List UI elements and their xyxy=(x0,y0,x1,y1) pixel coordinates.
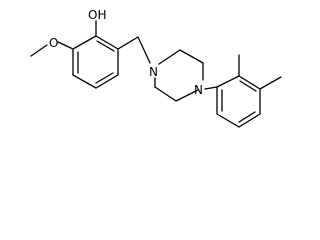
piperazine-n4-label: N xyxy=(194,83,203,97)
bond-n-aryl xyxy=(204,86,218,90)
bond-ch2-n xyxy=(137,36,151,64)
bond-methyl-3 xyxy=(259,76,282,90)
bond xyxy=(238,113,261,128)
bond xyxy=(175,89,199,102)
bond xyxy=(216,75,240,88)
bond xyxy=(95,74,119,89)
bond-ring-ch2 xyxy=(117,36,139,50)
double-bond-inner xyxy=(96,40,115,52)
piperazine-ring xyxy=(154,49,204,102)
bond-o-ch3 xyxy=(30,44,48,57)
bond xyxy=(179,49,204,64)
bond xyxy=(238,75,261,90)
dimethylphenyl-ring xyxy=(216,75,261,128)
methoxy-oxygen-label: O xyxy=(49,36,58,50)
bond xyxy=(72,35,97,50)
piperazine-n1-label: N xyxy=(149,65,158,79)
double-bond-inner xyxy=(95,72,114,84)
phenol-ring xyxy=(72,35,119,89)
bond xyxy=(216,113,240,128)
chemical-structure: OH O N N xyxy=(30,8,282,128)
double-bond-inner xyxy=(239,80,257,92)
bond xyxy=(72,74,97,89)
bond xyxy=(158,49,181,65)
double-bond-inner xyxy=(238,111,256,123)
bond-c-o-methoxy xyxy=(57,41,74,50)
bond xyxy=(95,35,119,50)
hydroxyl-label: OH xyxy=(88,8,106,22)
bond xyxy=(154,86,177,102)
